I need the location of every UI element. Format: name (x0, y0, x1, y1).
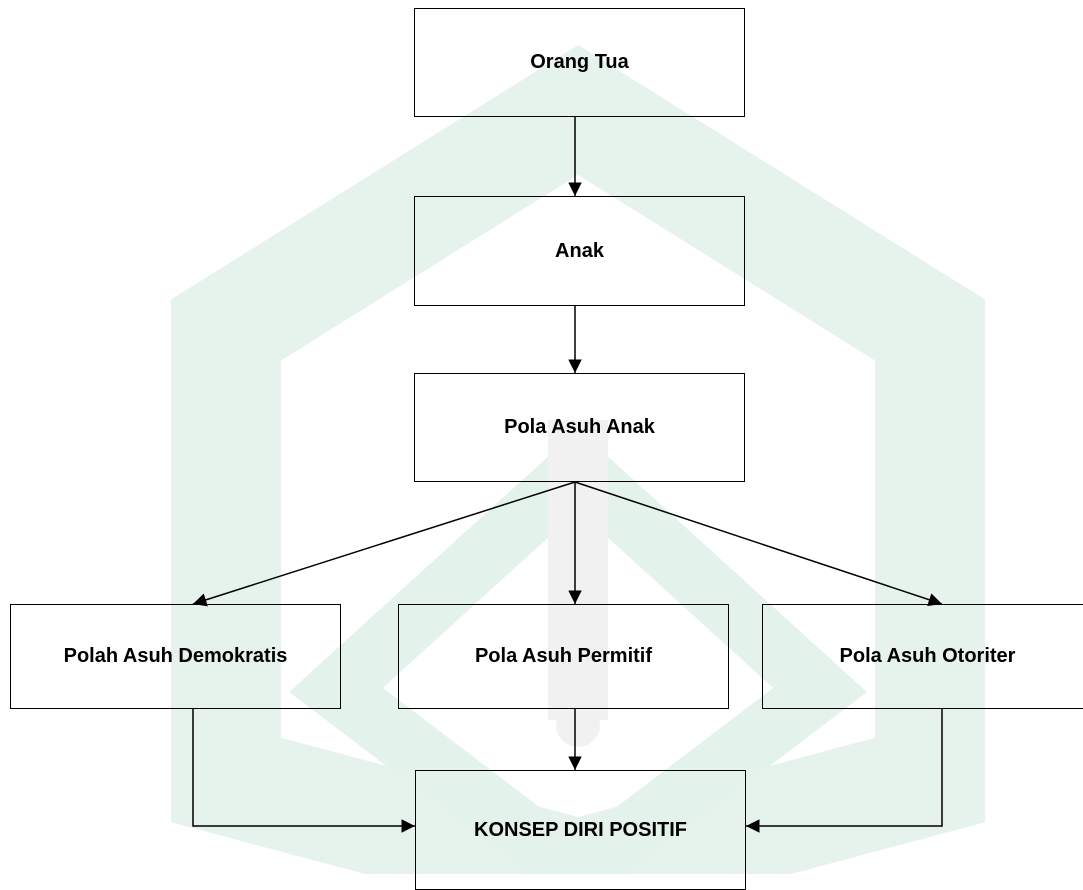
watermark-tower (548, 420, 608, 720)
node-pola-asuh-otoriter: Pola Asuh Otoriter (762, 604, 1083, 709)
arrow-pola-demokratis (192, 481, 576, 607)
watermark-inner-diamond (289, 429, 867, 874)
node-pola-asuh-demokratis: Polah Asuh Demokratis (10, 604, 341, 709)
arrow-pola-otoriter (574, 481, 943, 607)
watermark-outer-hexagon (171, 45, 985, 874)
node-anak: Anak (414, 196, 745, 306)
node-pola-asuh-anak: Pola Asuh Anak (414, 373, 745, 482)
watermark-dome (556, 703, 600, 747)
arrow-otoriter-konsep (746, 709, 943, 833)
node-pola-asuh-permitif: Pola Asuh Permitif (398, 604, 729, 709)
node-konsep-diri-positif: KONSEP DIRI POSITIF (415, 770, 746, 890)
node-orang-tua: Orang Tua (414, 8, 745, 117)
arrow-demokratis-konsep (192, 709, 415, 833)
